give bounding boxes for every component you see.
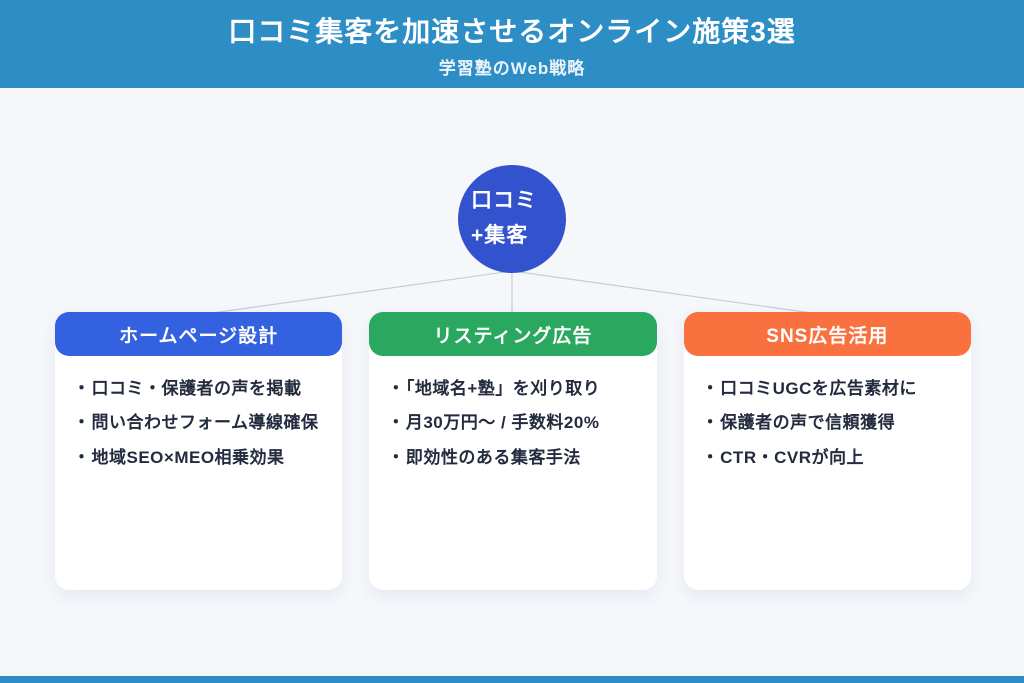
bullet-text: 口コミUGCを広告素材に <box>720 379 917 398</box>
bullet-marker: ・ <box>73 379 91 398</box>
bullet-item: ・「地域名+塾」を刈り取り <box>387 378 638 399</box>
cards-row: ホームページ設計 ・口コミ・保護者の声を掲載 ・問い合わせフォーム導線確保 ・地… <box>55 312 971 590</box>
bullet-marker: ・ <box>701 447 720 467</box>
bullet-marker: ・ <box>701 413 720 433</box>
bullet-item: ・CTR・CVRが向上 <box>702 447 953 468</box>
root-node-label-line1: 口コミ <box>471 189 537 213</box>
card-homepage-design-list: ・口コミ・保護者の声を掲載 ・問い合わせフォーム導線確保 ・地域SEO×MEO相… <box>55 356 342 481</box>
bullet-item: ・口コミ・保護者の声を掲載 <box>73 378 324 399</box>
bullet-item: ・即効性のある集客手法 <box>387 447 638 468</box>
bullet-text: CTR・CVRが向上 <box>720 447 864 467</box>
root-node-circle: 口コミ +集客 <box>458 165 566 273</box>
root-node-label-line2: +集客 <box>471 224 529 247</box>
card-sns-ads: SNS広告活用 ・口コミUGCを広告素材に ・保護者の声で信頼獲得 ・CTR・C… <box>683 312 971 590</box>
bullet-text: 問い合わせフォーム導線確保 <box>91 413 319 433</box>
bullet-text: 「地域名+塾」を刈り取り <box>405 379 601 398</box>
bullet-marker: ・ <box>387 447 405 467</box>
card-listing-ads-header: リスティング広告 <box>369 312 657 356</box>
card-sns-ads-header: SNS広告活用 <box>683 312 971 356</box>
bullet-text: 月30万円〜 / 手数料20% <box>405 413 600 433</box>
bullet-marker: ・ <box>387 413 405 433</box>
bullet-marker: ・ <box>73 447 91 467</box>
bullet-item: ・保護者の声で信頼獲得 <box>702 412 953 433</box>
bullet-text: 地域SEO×MEO相乗効果 <box>91 447 285 467</box>
card-homepage-design-header: ホームページ設計 <box>55 312 343 356</box>
bullet-item: ・問い合わせフォーム導線確保 <box>73 412 324 433</box>
bullet-item: ・口コミUGCを広告素材に <box>702 378 953 399</box>
card-homepage-design: ホームページ設計 ・口コミ・保護者の声を掲載 ・問い合わせフォーム導線確保 ・地… <box>55 312 343 590</box>
card-sns-ads-list: ・口コミUGCを広告素材に ・保護者の声で信頼獲得 ・CTR・CVRが向上 <box>684 356 971 481</box>
bullet-text: 保護者の声で信頼獲得 <box>720 413 896 433</box>
card-listing-ads-list: ・「地域名+塾」を刈り取り ・月30万円〜 / 手数料20% ・即効性のある集客… <box>369 356 656 481</box>
bullet-item: ・地域SEO×MEO相乗効果 <box>73 447 324 468</box>
card-listing-ads: リスティング広告 ・「地域名+塾」を刈り取り ・月30万円〜 / 手数料20% … <box>369 312 657 590</box>
bullet-marker: ・ <box>701 379 720 398</box>
page-subtitle: 学習塾のWeb戦略 <box>438 58 586 78</box>
footer-strip <box>0 676 1024 683</box>
bullet-text: 口コミ・保護者の声を掲載 <box>91 379 302 398</box>
bullet-text: 即効性のある集客手法 <box>405 447 581 467</box>
page-title: 口コミ集客を加速させるオンライン施策3選 <box>228 16 796 47</box>
bullet-marker: ・ <box>387 379 405 398</box>
bullet-item: ・月30万円〜 / 手数料20% <box>387 412 638 433</box>
bullet-marker: ・ <box>73 413 91 433</box>
header-banner: 口コミ集客を加速させるオンライン施策3選 学習塾のWeb戦略 <box>0 0 1024 88</box>
